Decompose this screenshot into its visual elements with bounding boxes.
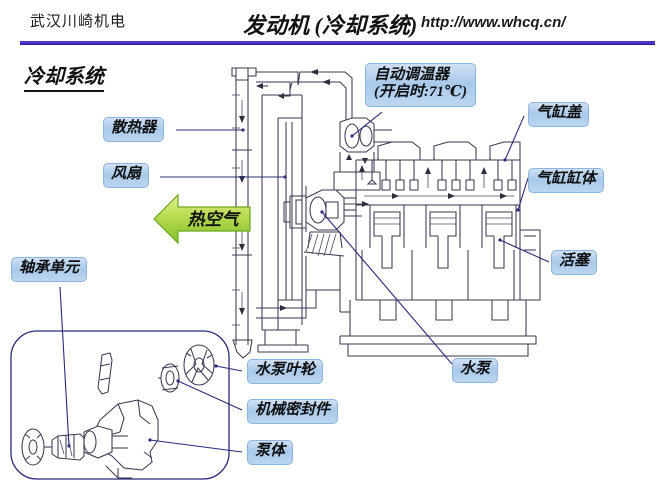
callout-thermostat-line1: 自动调温器 [374, 67, 450, 83]
section-heading: 冷却系统 [24, 60, 104, 92]
pump-to-block-passage [344, 197, 369, 211]
callout-water-pump[interactable]: 水泵 [452, 358, 499, 383]
arrow-shape [153, 193, 251, 245]
callout-pump-body[interactable]: 泵体 [247, 440, 294, 465]
callout-cylinder-block[interactable]: 气缸缸体 [528, 168, 605, 193]
hot-air-flow-arrow: 热空气 [152, 192, 252, 246]
website-url[interactable]: http://www.whcq.cn/ [421, 14, 566, 31]
callout-thermostat-line2: (开启时:71℃) [374, 84, 467, 101]
upper-radiator-hose [256, 69, 353, 122]
cylinder-block-drawing [339, 205, 541, 357]
water-pump-drawing [283, 186, 362, 291]
callout-mechanical-seal[interactable]: 机械密封件 [247, 399, 339, 424]
radiator-drawing [231, 67, 257, 359]
callout-fan[interactable]: 风扇 [103, 163, 150, 188]
callout-thermostat[interactable]: 自动调温器 (开启时:71℃) [365, 63, 476, 107]
header-divider [20, 41, 655, 45]
callout-radiator[interactable]: 散热器 [103, 117, 165, 142]
pump-exploded-parts [21, 344, 215, 479]
callout-piston[interactable]: 活塞 [551, 250, 598, 275]
callout-impeller[interactable]: 水泵叶轮 [247, 359, 324, 384]
cylinder-head-drawing [355, 141, 521, 206]
thermostat-drawing [333, 117, 392, 191]
callout-cylinder-head[interactable]: 气缸盖 [528, 102, 590, 127]
callout-bearing-unit[interactable]: 轴承单元 [11, 257, 88, 282]
company-name: 武汉川崎机电 [30, 14, 127, 30]
page-title: 发动机 (冷却系统) [243, 13, 418, 38]
lower-radiator-hose [256, 290, 350, 319]
